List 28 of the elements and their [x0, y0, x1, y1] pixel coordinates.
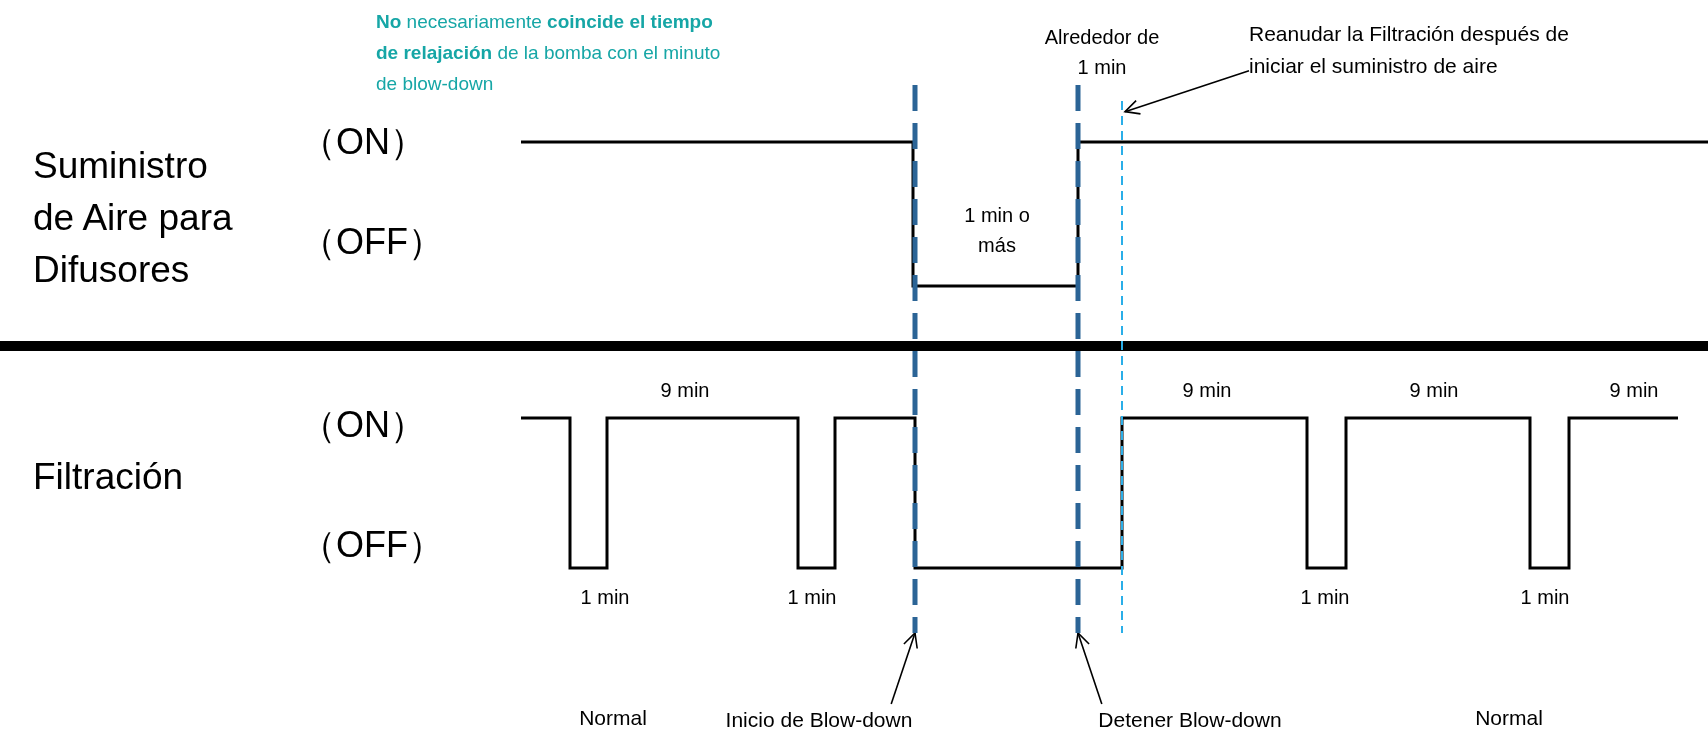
phase-label: Normal — [1474, 705, 1544, 731]
leader-arrow — [1075, 632, 1103, 705]
state-label: （ON） — [300, 120, 427, 164]
phase-label: Normal — [578, 705, 648, 731]
duration-label: 1 min — [1299, 585, 1351, 610]
dashed-marker-line — [1119, 101, 1125, 633]
annotation-text: Reanudar la Filtración después de iniciar el suministro de aire — [1249, 18, 1584, 84]
signal-label: Filtración — [33, 455, 185, 499]
duration-label: 9 min — [1608, 378, 1660, 403]
state-label: （OFF） — [300, 220, 445, 264]
duration-label: 9 min — [1181, 378, 1233, 403]
duration-label: 9 min — [1408, 378, 1460, 403]
signal-label: Suministro de Aire para Difusores — [33, 144, 234, 292]
dashed-marker-line — [1074, 85, 1082, 633]
duration-label: 1 min — [1519, 585, 1571, 610]
leader-arrow — [1124, 70, 1250, 115]
annotation-text: Inicio de Blow-down — [724, 704, 914, 731]
duration-label: 1 min o más — [964, 203, 1030, 258]
duration-label: Alrededor de 1 min — [1043, 25, 1161, 80]
state-label: （ON） — [300, 403, 427, 447]
leader-arrow — [890, 632, 918, 705]
duration-label: 9 min — [659, 378, 711, 403]
state-label: （OFF） — [300, 523, 445, 567]
duration-label: 1 min — [786, 585, 838, 610]
annotation-text: Detener Blow-down — [1092, 704, 1288, 731]
dashed-marker-line — [911, 85, 919, 633]
note-text: No necesariamente coincide el tiempo de relajación de la bomba con el minuto de blow-down — [376, 10, 722, 96]
duration-label: 1 min — [579, 585, 631, 610]
